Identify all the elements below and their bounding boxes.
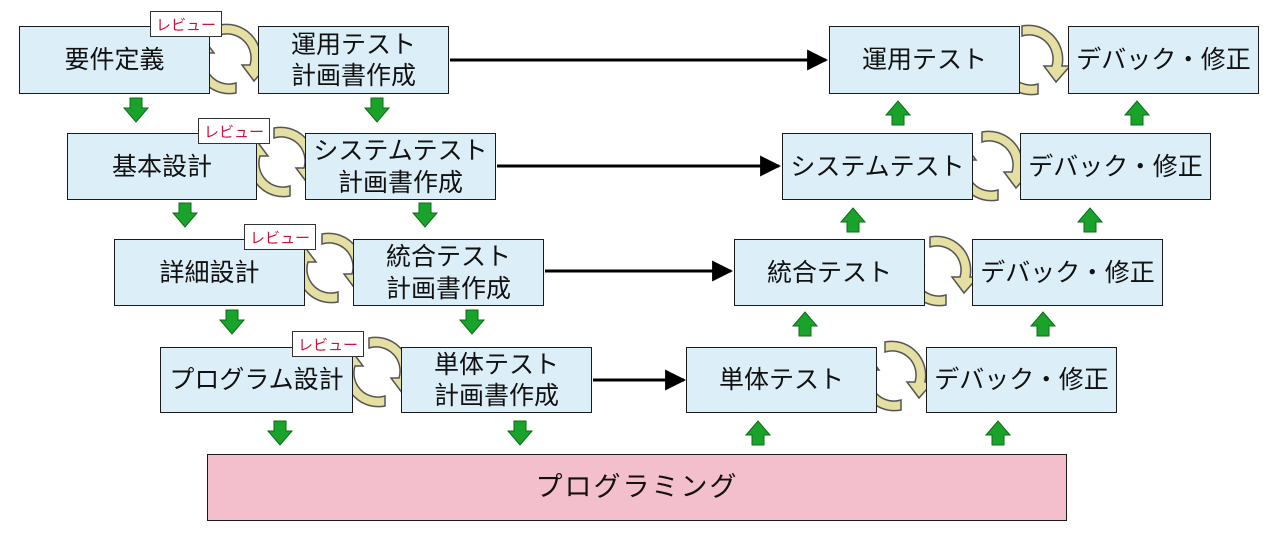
unit-test-box: 単体テスト — [686, 347, 877, 413]
down-arrow-icon — [123, 97, 149, 123]
debug-box-operation: デバック・修正 — [1068, 26, 1259, 94]
debug-box-integration: デバック・修正 — [972, 239, 1163, 306]
review-label-3: レビュー — [244, 224, 316, 250]
review-label-1: レビュー — [150, 11, 222, 37]
programming-bar: プログラミング — [207, 454, 1067, 521]
review-label-4: レビュー — [292, 331, 364, 357]
up-arrow-icon — [1077, 207, 1103, 233]
up-arrow-icon — [1030, 311, 1056, 337]
operation-test-box: 運用テスト — [829, 26, 1020, 94]
up-arrow-icon — [792, 311, 818, 337]
down-arrow-icon — [219, 309, 245, 335]
up-arrow-icon — [840, 207, 866, 233]
down-arrow-icon — [507, 420, 533, 446]
program-design-box: プログラム設計 — [160, 347, 353, 413]
up-arrow-icon — [745, 420, 771, 446]
down-arrow-icon — [172, 202, 198, 228]
unit-test-plan-box: 単体テスト 計画書作成 — [401, 347, 592, 413]
requirements-box: 要件定義 — [19, 26, 210, 94]
down-arrow-icon — [267, 420, 293, 446]
system-test-plan-box: システムテスト 計画書作成 — [305, 133, 496, 200]
detailed-design-box: 詳細設計 — [114, 239, 305, 306]
basic-design-box: 基本設計 — [67, 133, 257, 200]
operation-test-plan-box: 運用テスト 計画書作成 — [258, 26, 449, 94]
debug-box-unit: デバック・修正 — [926, 347, 1117, 413]
review-label-2: レビュー — [198, 118, 270, 144]
down-arrow-icon — [412, 202, 438, 228]
integration-test-box: 統合テスト — [734, 239, 925, 306]
debug-box-system: デバック・修正 — [1020, 133, 1211, 200]
up-arrow-icon — [1124, 100, 1150, 126]
integration-test-plan-box: 統合テスト 計画書作成 — [353, 239, 544, 306]
down-arrow-icon — [459, 309, 485, 335]
up-arrow-icon — [985, 420, 1011, 446]
system-test-box: システムテスト — [782, 133, 973, 200]
down-arrow-icon — [364, 97, 390, 123]
up-arrow-icon — [885, 100, 911, 126]
